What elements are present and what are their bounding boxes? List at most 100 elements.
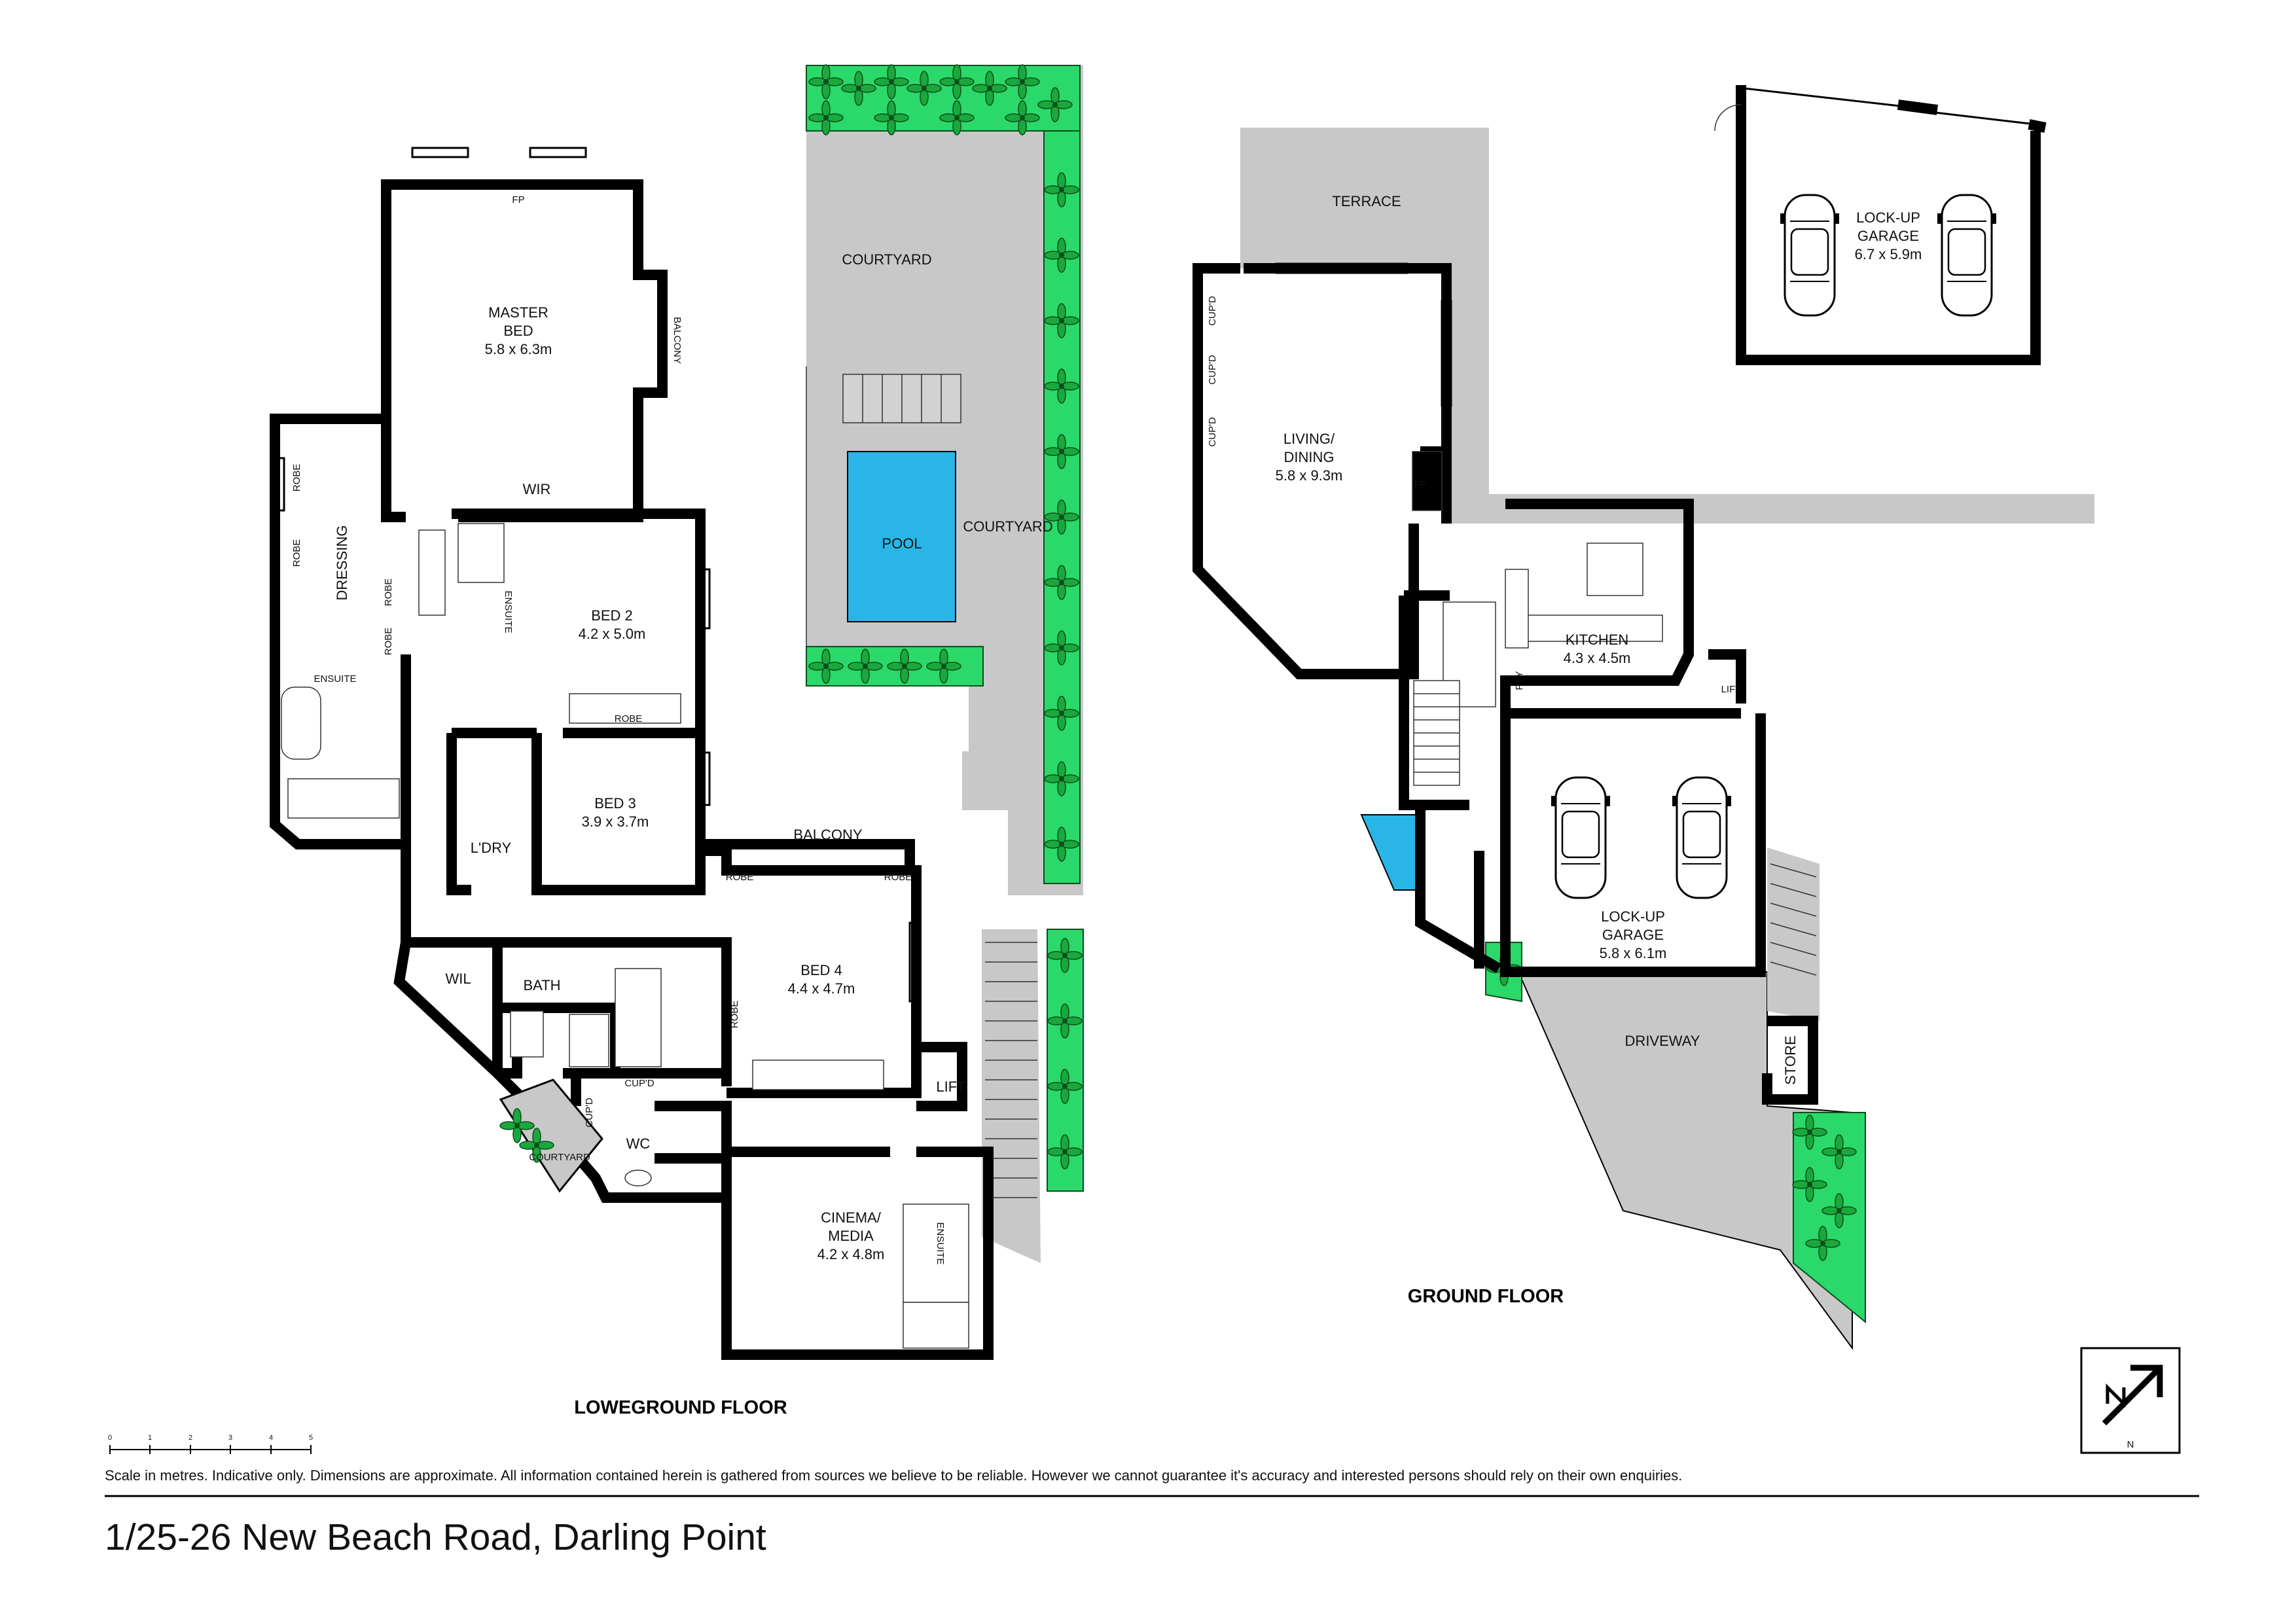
cupd-label: CUP'D <box>1207 417 1218 447</box>
living-label: DINING <box>1284 449 1335 465</box>
cinema-walls <box>721 1147 994 1360</box>
scale-tick-label: 5 <box>309 1434 313 1442</box>
balcony-label: BALCONY <box>793 827 862 843</box>
detached-garage-size: 6.7 x 5.9m <box>1855 246 1922 262</box>
car-icon <box>1779 194 1840 317</box>
master-bed-label: BED <box>503 323 533 339</box>
balcony-small-label: BALCONY <box>672 317 683 364</box>
ensuite-label: ENSUITE <box>503 590 514 633</box>
garage-label: LOCK-UP <box>1601 908 1665 925</box>
cinema-label: CINEMA/ <box>821 1209 882 1226</box>
ensuite-label: ENSUITE <box>314 673 356 685</box>
courtyard-upper-label: COURTYARD <box>842 251 931 268</box>
address-title: 1/25-26 New Beach Road, Darling Point <box>105 1516 766 1558</box>
ground-fixtures <box>1412 451 1663 707</box>
small-pool-ground <box>1360 814 1418 891</box>
scale-bar: 0 1 2 3 4 5 <box>108 1434 313 1454</box>
scale-tick-label: 3 <box>228 1434 232 1442</box>
bath-label: BATH <box>523 977 560 993</box>
garden-bed-ground <box>1793 1112 1866 1324</box>
bed3-walls <box>452 728 706 895</box>
wc-label: WC <box>626 1135 651 1152</box>
lift-lower <box>916 1042 967 1111</box>
pool <box>847 451 956 622</box>
terrace <box>1240 128 2094 524</box>
courtyard-pool-label: COURTYARD <box>963 518 1052 535</box>
robe-label: ROBE <box>291 539 302 567</box>
robe-label: ROBE <box>383 628 394 656</box>
fp-label: FP <box>1414 479 1426 490</box>
core-walls <box>406 937 732 1086</box>
side-steps <box>985 942 1037 1198</box>
bed4-label: BED 4 <box>800 962 842 978</box>
master-bed-size: 5.8 x 6.3m <box>485 341 552 357</box>
wc-walls <box>571 1073 732 1164</box>
terrace-label: TERRACE <box>1332 193 1401 209</box>
kitchen-label: KITCHEN <box>1566 632 1629 648</box>
robe-label: ROBE <box>383 579 394 607</box>
ground-floor-plan <box>1193 128 2094 1351</box>
master-bed-walls <box>381 179 668 522</box>
dressing-label: DRESSING <box>334 526 350 601</box>
lower-ground-floor-plan <box>270 64 1084 1360</box>
garage-label: GARAGE <box>1602 927 1664 943</box>
cupd-label: CUP'D <box>1207 296 1218 326</box>
cupd-label: CUP'D <box>1207 355 1218 385</box>
cupd-label: CUP'D <box>584 1097 595 1128</box>
robe-label: ROBE <box>615 713 643 724</box>
garage-walls <box>1500 713 1766 977</box>
lower-floor-title: LOWEGROUND FLOOR <box>574 1397 787 1418</box>
compass-label: N <box>2127 1439 2134 1450</box>
ground-stairs <box>1413 680 1460 786</box>
side-stair <box>1767 847 1820 1021</box>
bed3-size: 3.9 x 3.7m <box>582 813 649 830</box>
compass <box>2080 1347 2181 1454</box>
cinema-size: 4.2 x 4.8m <box>817 1246 885 1262</box>
car-icons-ground <box>1550 776 1732 899</box>
wil-label: WIL <box>445 971 471 987</box>
pool-label: POOL <box>882 535 922 552</box>
detached-garage-label: LOCK-UP <box>1856 209 1920 226</box>
ensuite-label: ENSUITE <box>935 1222 946 1264</box>
scale-tick-label: 1 <box>148 1434 152 1442</box>
robe-label: ROBE <box>726 872 754 883</box>
bed3-label: BED 3 <box>594 795 636 812</box>
robe-label: ROBE <box>291 464 302 492</box>
scale-tick-label: 2 <box>188 1434 192 1442</box>
laundry-label: L'DRY <box>471 840 512 856</box>
fp-label: FP <box>512 194 524 205</box>
driveway-label: DRIVEWAY <box>1625 1033 1700 1049</box>
balcony-wall <box>695 839 915 870</box>
laundry-walls <box>446 733 471 895</box>
detached-garage <box>1714 85 2047 365</box>
bed4-size: 4.4 x 4.7m <box>788 980 855 997</box>
lower-left-walls <box>1415 800 1502 973</box>
scale-tick-label: 0 <box>108 1434 112 1442</box>
store-label: STORE <box>1782 1035 1799 1084</box>
living-size: 5.8 x 9.3m <box>1276 467 1343 484</box>
master-bed-label: MASTER <box>488 304 548 321</box>
living-walls <box>1193 263 1452 679</box>
stair-paving <box>982 929 1041 1263</box>
bed2-size: 4.2 x 5.0m <box>579 626 646 642</box>
bed4-walls <box>700 846 922 1098</box>
scale-tick-label: 4 <box>269 1434 273 1442</box>
lift-ground <box>1708 649 1746 704</box>
garage-size: 5.8 x 6.1m <box>1600 945 1667 961</box>
ground-windows <box>1275 262 1452 407</box>
pty-label: PTY <box>1514 671 1525 690</box>
windows <box>274 147 920 1003</box>
courtyard-small <box>499 1079 603 1193</box>
courtyard-label: COURTYARD <box>529 1152 590 1163</box>
ground-floor-title: GROUND FLOOR <box>1408 1286 1564 1307</box>
dressing-walls <box>270 414 411 849</box>
detached-garage-label: GARAGE <box>1857 228 1919 244</box>
store-walls <box>1762 1016 1818 1105</box>
living-label: LIVING/ <box>1283 431 1335 447</box>
kitchen-size: 4.3 x 4.5m <box>1564 650 1631 666</box>
wir-label: WIR <box>523 481 551 497</box>
lift-label: LIFT <box>936 1079 965 1095</box>
west-wing-walls <box>393 844 522 1079</box>
lift-label: LIFT <box>1721 684 1742 695</box>
